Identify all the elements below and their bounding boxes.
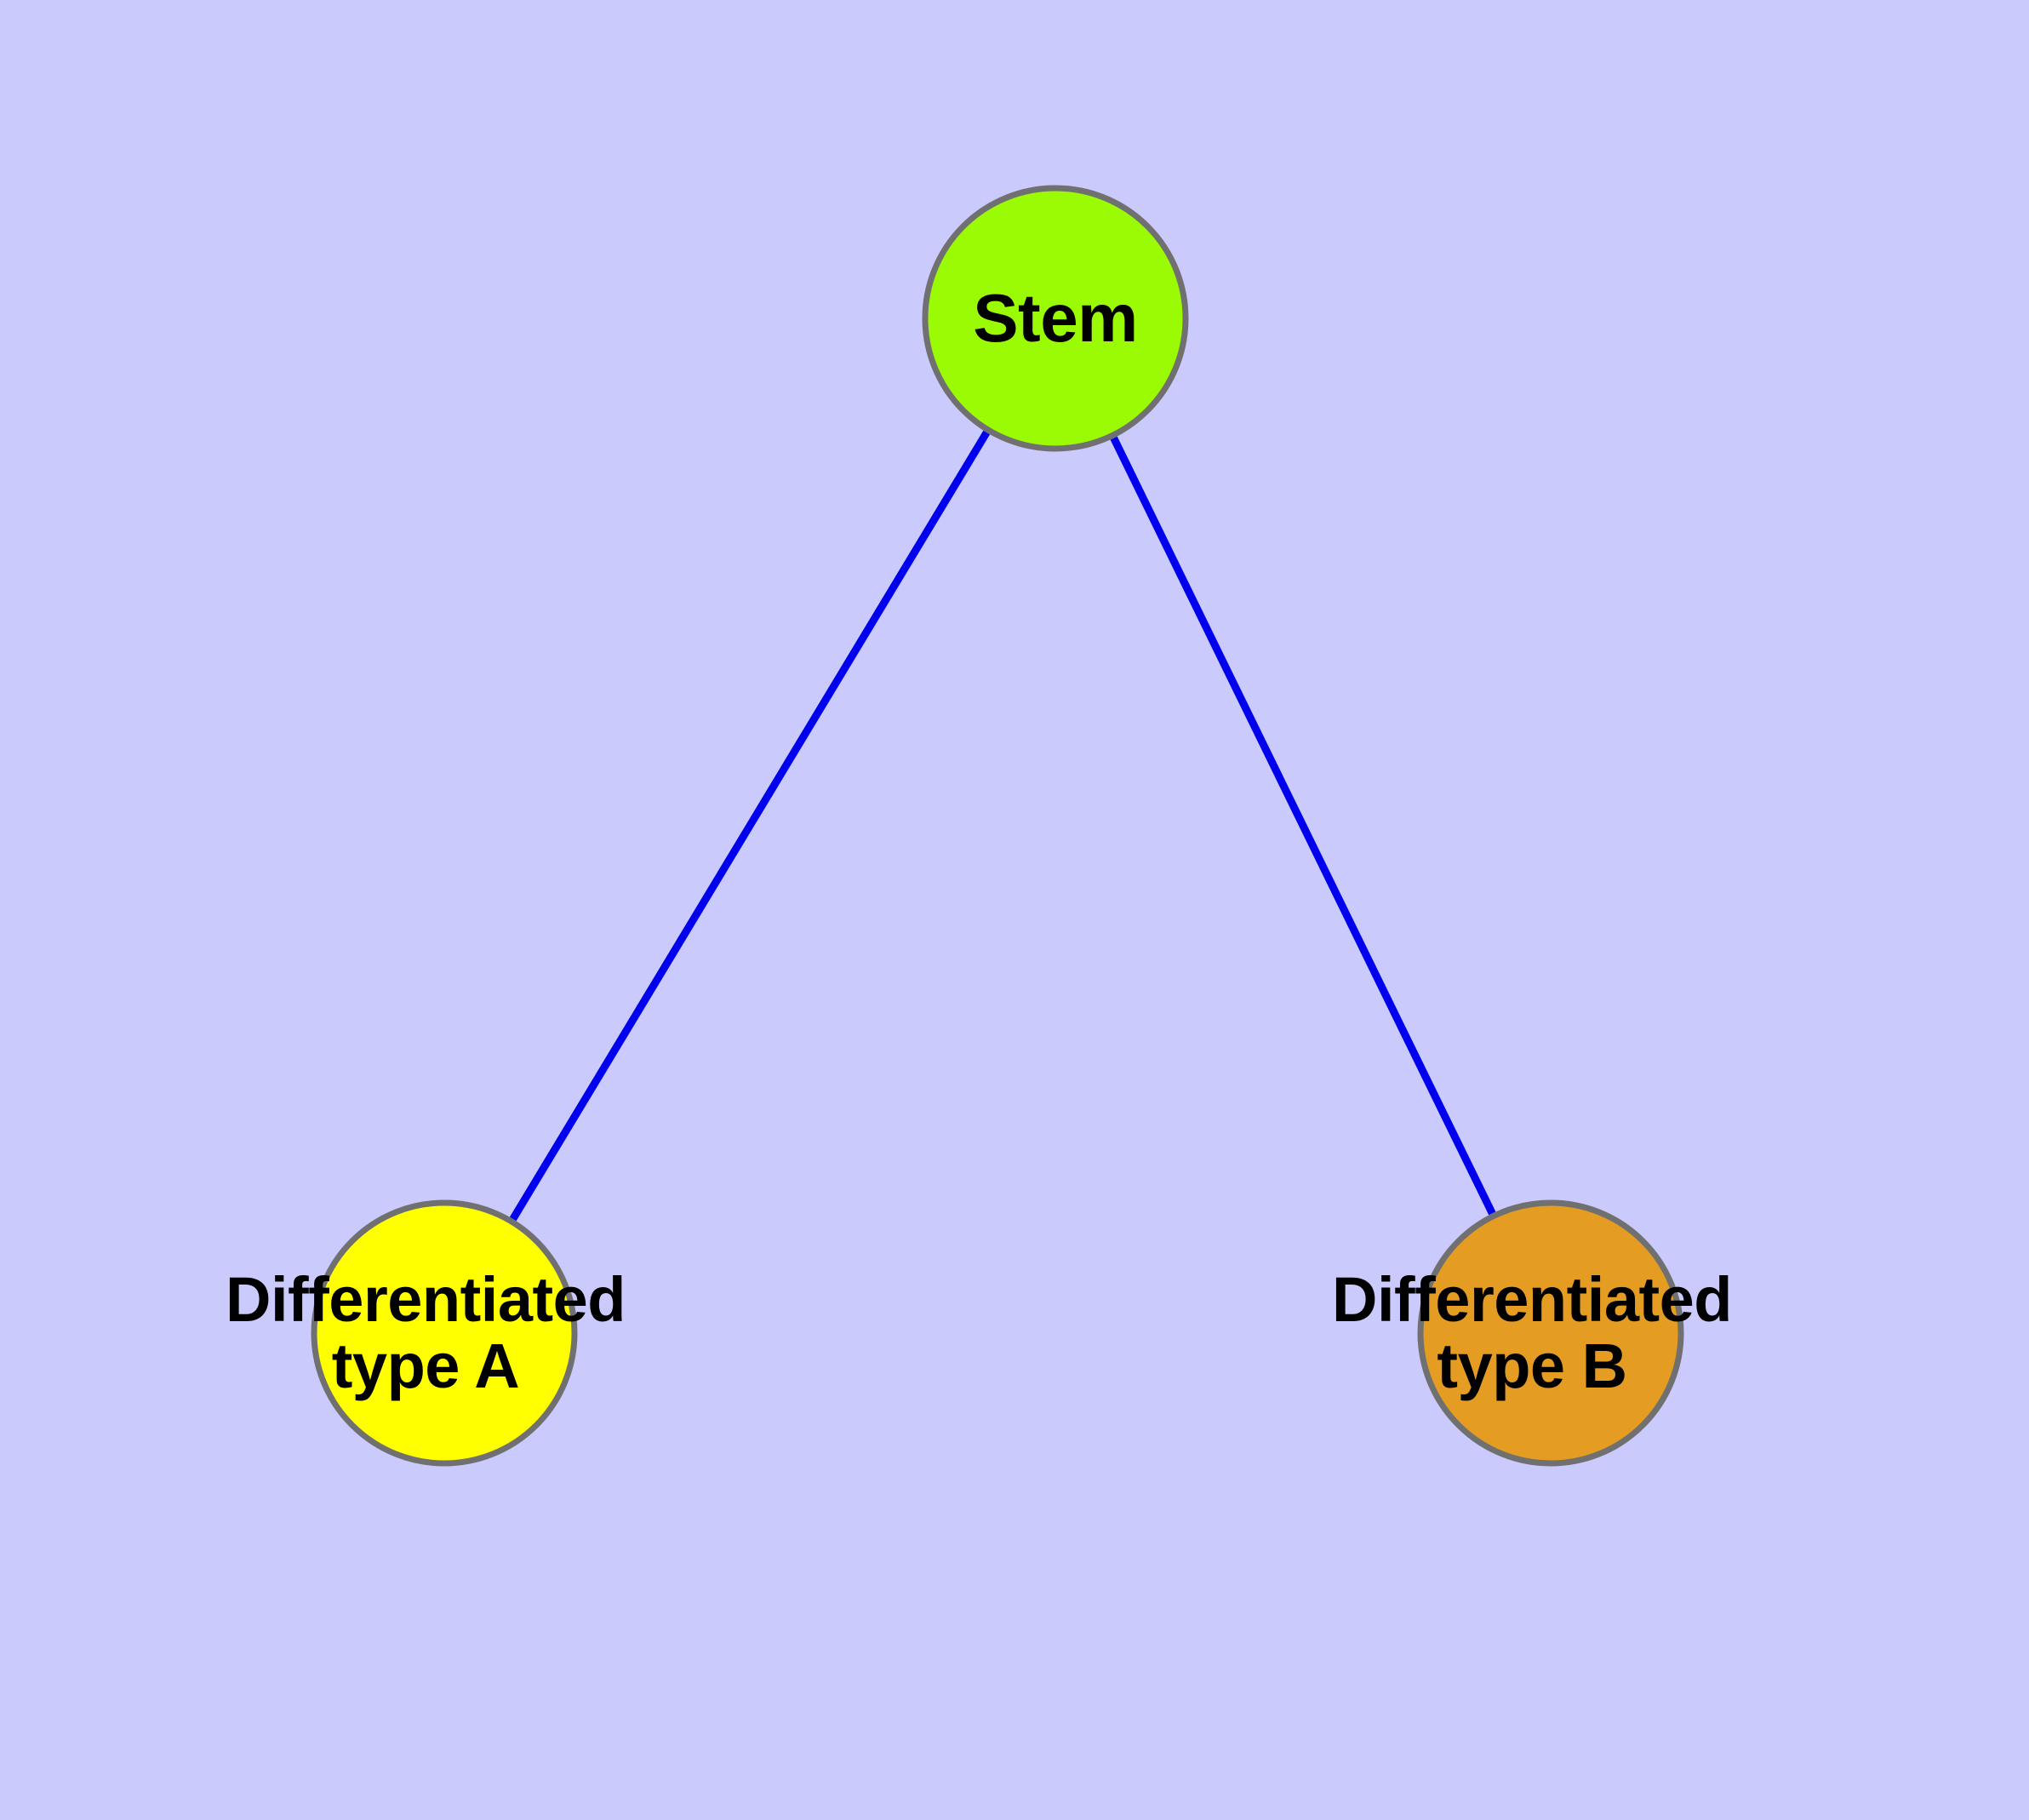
node-layer bbox=[311, 185, 1684, 1467]
graph-node-diff-b[interactable] bbox=[1417, 1199, 1684, 1467]
graph-edge-stem-to-diff-a[interactable] bbox=[509, 430, 991, 1222]
graph-node-diff-a[interactable] bbox=[311, 1199, 578, 1467]
edge-layer bbox=[509, 430, 1496, 1222]
graph-node-stem[interactable] bbox=[922, 185, 1189, 452]
graph-edge-stem-to-diff-b[interactable] bbox=[1110, 436, 1496, 1216]
